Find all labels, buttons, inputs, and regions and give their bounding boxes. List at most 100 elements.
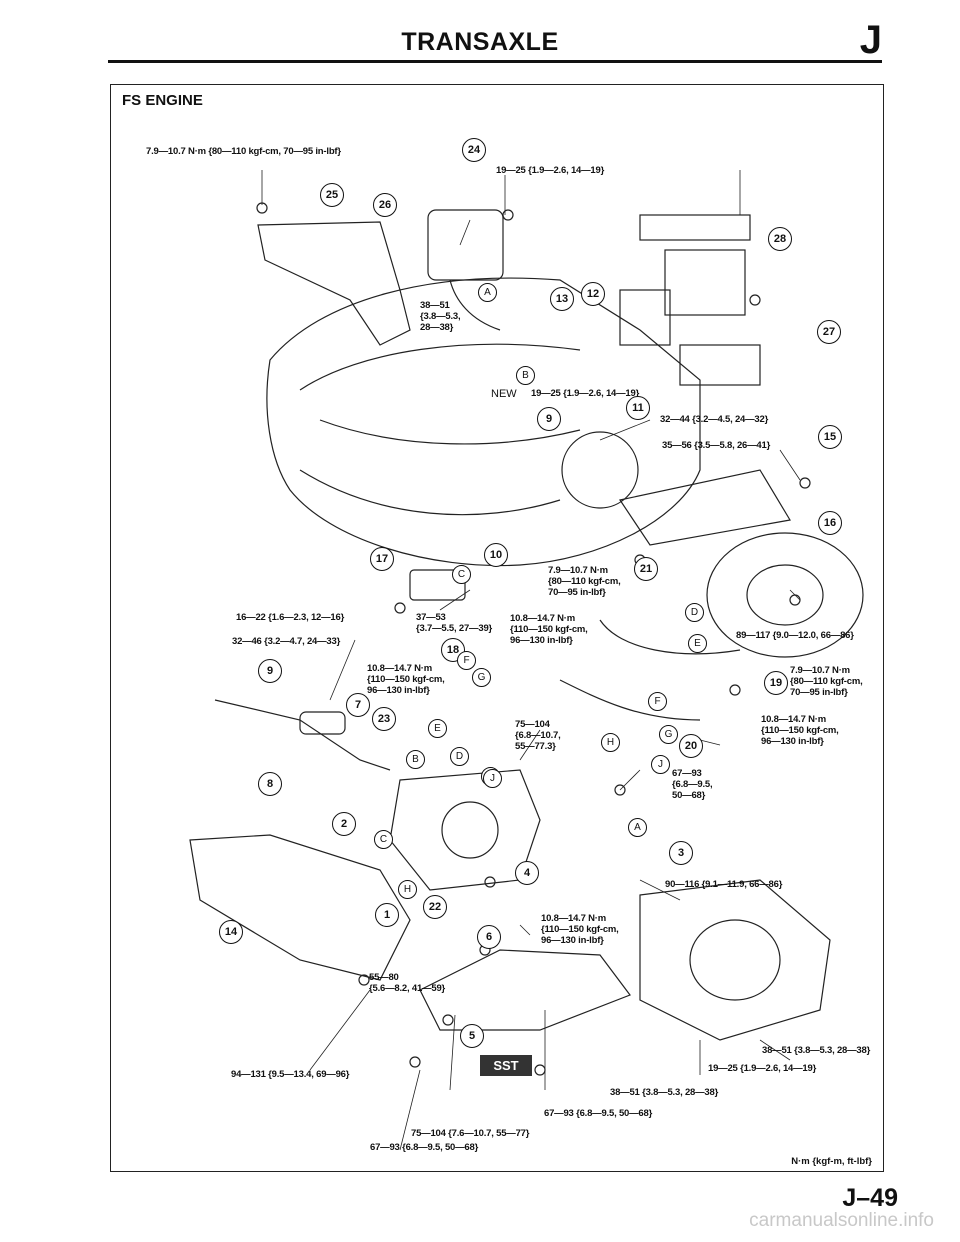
- torque-callout: 75—104 {7.6—10.7, 55—77}: [411, 1128, 530, 1139]
- torque-callout: 10.8—14.7 N·m {110—150 kgf-cm, 96—130 in…: [761, 714, 839, 747]
- part-number: 11: [626, 396, 650, 420]
- bolt: [442, 1014, 454, 1026]
- air-duct: [257, 221, 411, 346]
- ref-letter: F: [457, 651, 476, 670]
- torque-callout: 7.9—10.7 N·m {80—110 kgf-cm, 70—95 in-lb…: [146, 146, 341, 157]
- part-number: 9: [258, 659, 282, 683]
- torque-callout: 94—131 {9.5—13.4, 69—96}: [231, 1069, 350, 1080]
- torque-callout: 32—46 {3.2—4.7, 24—33}: [232, 636, 341, 647]
- section-letter: J: [859, 18, 882, 62]
- torque-callout: 75—104 {6.8—10.7, 55—77.3}: [515, 719, 561, 752]
- ref-letter: A: [478, 283, 497, 302]
- part-number: 27: [817, 320, 841, 344]
- torque-callout: 38—51 {3.8—5.3, 28—38}: [762, 1045, 871, 1056]
- part-number: 24: [462, 138, 486, 162]
- bolt: [394, 602, 406, 614]
- part-number: 1: [375, 903, 399, 927]
- torque-callout: 10.8—14.7 N·m {110—150 kgf-cm, 96—130 in…: [367, 663, 445, 696]
- part-number: 7: [346, 693, 370, 717]
- torque-callout: 67—93 {6.8—9.5, 50—68}: [370, 1142, 479, 1153]
- part-number: 21: [634, 557, 658, 581]
- torque-callout: 7.9—10.7 N·m {80—110 kgf-cm, 70—95 in-lb…: [790, 665, 863, 698]
- part-number: 26: [373, 193, 397, 217]
- torque-callout: 37—53 {3.7—5.5, 27—39}: [416, 612, 493, 634]
- torque-callout: 89—117 {9.0—12.0, 66—86}: [736, 630, 854, 641]
- bolt: [614, 784, 626, 796]
- ref-letter: G: [472, 668, 491, 687]
- battery-clamp: [639, 214, 751, 241]
- bolt: [799, 477, 811, 489]
- part-number: 15: [818, 425, 842, 449]
- battery: [664, 249, 746, 316]
- part-number: 17: [370, 547, 394, 571]
- units-note: N·m {kgf-m, ft-lbf}: [791, 1156, 872, 1167]
- torque-callout: 16—22 {1.6—2.3, 12—16}: [236, 612, 345, 623]
- splash-shield: [619, 469, 791, 546]
- leader-lines: [261, 170, 801, 1151]
- lower-mount: [419, 949, 631, 1031]
- bolt: [256, 202, 268, 214]
- part-number: 19: [764, 671, 788, 695]
- wiring-harness: [559, 619, 741, 721]
- air-cleaner-hose: [449, 279, 501, 331]
- section-title: FS ENGINE: [122, 92, 203, 109]
- cv-joint: [299, 711, 346, 735]
- part-number: 12: [581, 282, 605, 306]
- part-number: 2: [332, 812, 356, 836]
- torque-callout: 7.9—10.7 N·m {80—110 kgf-cm, 70—95 in-lb…: [548, 565, 621, 598]
- car-hood-line: [299, 343, 581, 391]
- part-number: 9: [537, 407, 561, 431]
- part-number: 16: [818, 511, 842, 535]
- ref-letter: E: [688, 634, 707, 653]
- ref-letter: H: [398, 880, 417, 899]
- part-number: 3: [669, 841, 693, 865]
- ref-letter: C: [452, 565, 471, 584]
- diagram-frame: [110, 84, 884, 1172]
- part-number: 25: [320, 183, 344, 207]
- torque-callout: 67—93 {6.8—9.5, 50—68}: [672, 768, 713, 801]
- mount-bracket: [409, 569, 466, 601]
- wheel-tire: [706, 532, 864, 658]
- bolt: [358, 974, 370, 986]
- ref-letter: H: [601, 733, 620, 752]
- header-rule: [108, 60, 882, 63]
- ref-letter: F: [648, 692, 667, 711]
- part-number: 6: [477, 925, 501, 949]
- part-number: 20: [679, 734, 703, 758]
- ref-letter: D: [450, 747, 469, 766]
- torque-callout: 90—116 {9.1—11.9, 66—86}: [665, 879, 783, 890]
- ref-letter: J: [651, 755, 670, 774]
- crossmember: [189, 834, 411, 981]
- torque-callout: 67—93 {6.8—9.5, 50—68}: [544, 1108, 653, 1119]
- bolt: [484, 876, 496, 888]
- torque-callout: 10.8—14.7 N·m {110—150 kgf-cm, 96—130 in…: [510, 613, 588, 646]
- air-cleaner-box: [427, 209, 504, 281]
- new-part-label: NEW: [491, 388, 517, 400]
- part-number: 8: [258, 772, 282, 796]
- ref-letter: A: [628, 818, 647, 837]
- torque-callout: 19—25 {1.9—2.6, 14—19}: [496, 165, 605, 176]
- part-number: 14: [219, 920, 243, 944]
- torque-callout: 38—51 {3.8—5.3, 28—38}: [610, 1087, 719, 1098]
- ref-letter: C: [374, 830, 393, 849]
- battery-carrier: [679, 344, 761, 386]
- transaxle-flange: [441, 801, 499, 859]
- torque-callout: 32—44 {3.2—4.5, 24—32}: [660, 414, 769, 425]
- bolt: [789, 594, 801, 606]
- transaxle-case-opening: [689, 919, 781, 1001]
- bolt: [502, 209, 514, 221]
- ref-letter: B: [516, 366, 535, 385]
- part-number: 28: [768, 227, 792, 251]
- part-number: 4: [515, 861, 539, 885]
- battery-tray: [619, 289, 671, 346]
- page-number: J–49: [842, 1184, 898, 1212]
- torque-callout: 10.8—14.7 N·m {110—150 kgf-cm, 96—130 in…: [541, 913, 619, 946]
- sst-badge: SST: [480, 1055, 532, 1076]
- bolt: [409, 1056, 421, 1068]
- bolt: [749, 294, 761, 306]
- part-number: 13: [550, 287, 574, 311]
- wheel-rim: [746, 564, 824, 626]
- part-number: 23: [372, 707, 396, 731]
- part-number: 5: [460, 1024, 484, 1048]
